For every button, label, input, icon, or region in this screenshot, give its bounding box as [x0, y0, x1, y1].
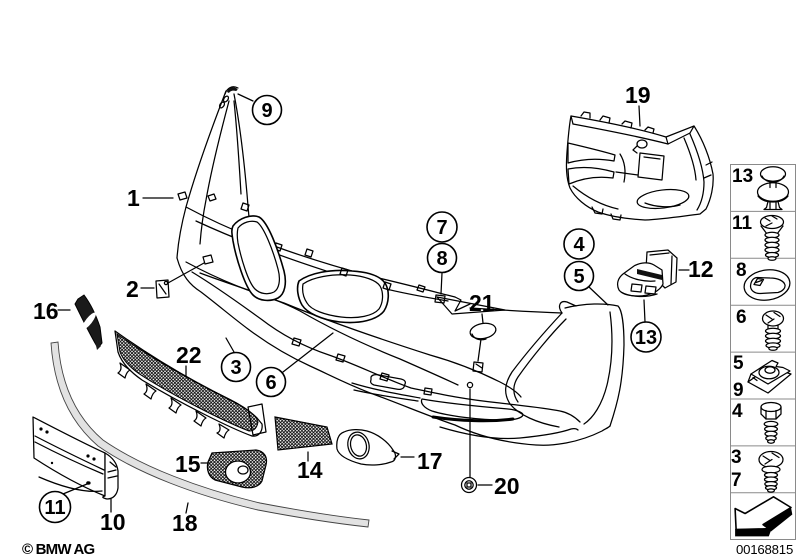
svg-text:19: 19 [625, 82, 651, 108]
svg-text:8: 8 [736, 260, 747, 281]
svg-text:11: 11 [44, 497, 65, 519]
svg-text:1: 1 [127, 185, 140, 211]
svg-text:13: 13 [732, 166, 753, 187]
svg-text:22: 22 [176, 342, 202, 368]
svg-text:3: 3 [230, 357, 241, 379]
svg-text:16: 16 [33, 298, 59, 324]
svg-text:14: 14 [297, 457, 323, 483]
svg-text:21: 21 [469, 290, 495, 316]
svg-text:5: 5 [733, 353, 744, 374]
svg-text:17: 17 [417, 448, 443, 474]
svg-text:© BMW AG: © BMW AG [22, 541, 95, 558]
svg-text:4: 4 [732, 401, 743, 422]
svg-text:9: 9 [261, 100, 272, 122]
svg-text:00168815: 00168815 [736, 542, 793, 557]
svg-text:18: 18 [172, 510, 198, 536]
svg-text:10: 10 [100, 509, 126, 535]
svg-text:2: 2 [126, 276, 139, 302]
svg-text:4: 4 [573, 234, 585, 256]
svg-text:7: 7 [731, 470, 742, 491]
svg-text:9: 9 [733, 380, 744, 401]
svg-text:6: 6 [265, 372, 276, 394]
svg-text:7: 7 [436, 217, 447, 239]
svg-text:11: 11 [732, 213, 753, 234]
svg-text:15: 15 [175, 451, 201, 477]
svg-text:8: 8 [436, 248, 447, 270]
svg-text:13: 13 [635, 327, 657, 349]
svg-text:20: 20 [494, 473, 520, 499]
svg-text:12: 12 [688, 256, 714, 282]
svg-text:3: 3 [731, 447, 742, 468]
svg-text:6: 6 [736, 307, 747, 328]
svg-text:5: 5 [573, 266, 584, 288]
